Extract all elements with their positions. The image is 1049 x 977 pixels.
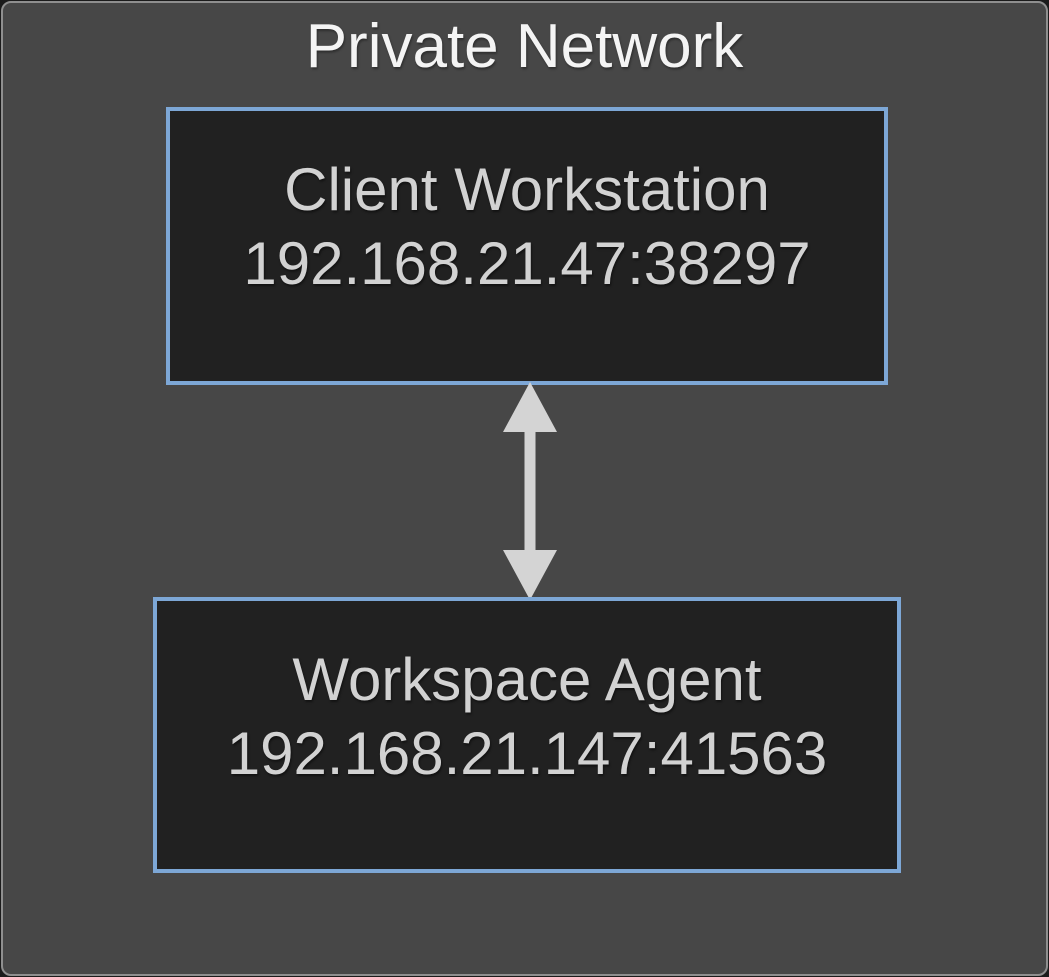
private-network-label: Private Network (305, 12, 744, 81)
node-client-address: 192.168.21.47:38297 (243, 230, 811, 297)
bidirectional-arrow-icon (503, 382, 557, 600)
node-client-text: Client Workstation 192.168.21.47:38297 (170, 111, 884, 301)
node-workspace-agent: Workspace Agent 192.168.21.147:41563 (153, 597, 901, 873)
node-client-workstation: Client Workstation 192.168.21.47:38297 (166, 107, 888, 385)
node-agent-address: 192.168.21.147:41563 (226, 720, 828, 787)
node-agent-title: Workspace Agent (292, 646, 762, 713)
node-agent-text: Workspace Agent 192.168.21.147:41563 (157, 601, 897, 791)
node-client-title: Client Workstation (284, 156, 770, 223)
